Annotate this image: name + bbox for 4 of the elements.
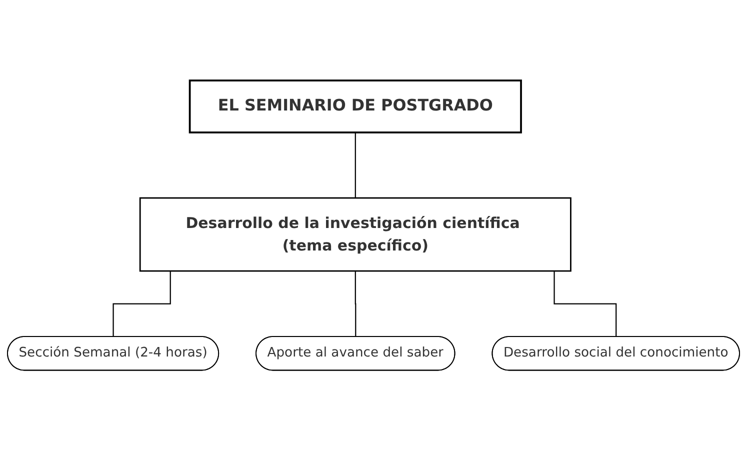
connector bbox=[354, 270, 356, 338]
node-box: EL SEMINARIO DE POSTGRADO bbox=[188, 79, 522, 134]
connector bbox=[354, 132, 356, 198]
node-box: Desarrollo de la investigación científica (tema específico) bbox=[139, 196, 572, 272]
